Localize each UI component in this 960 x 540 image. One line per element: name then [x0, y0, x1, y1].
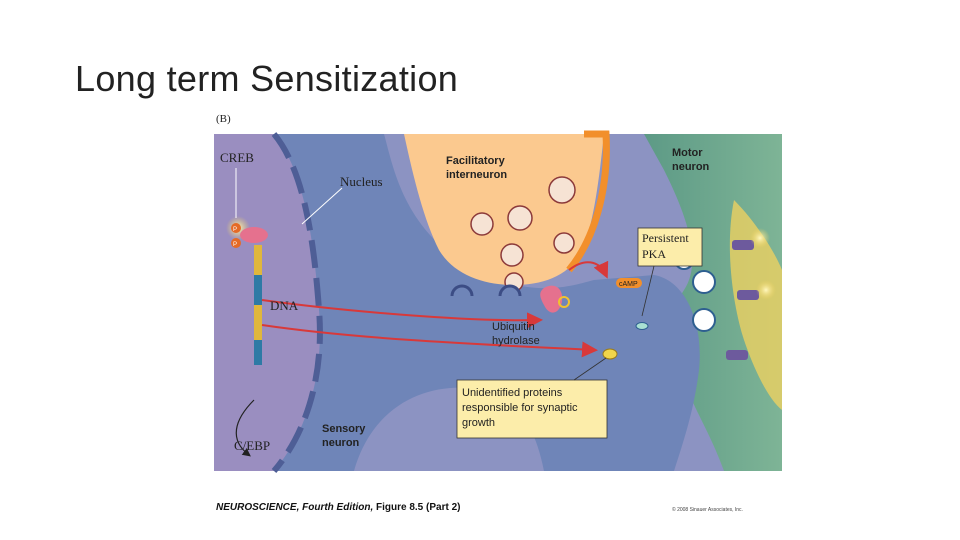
motor-vesicle [692, 270, 716, 294]
vesicle [548, 176, 576, 204]
camp-arrow [568, 260, 609, 279]
camp-label: cAMP [619, 281, 638, 288]
ubiquitin-arrow [261, 299, 543, 329]
unidentified-protein-shape [602, 348, 618, 360]
synaptic-bump [498, 284, 522, 297]
panel-label: (B) [216, 113, 231, 125]
vesicle [553, 232, 575, 254]
caption-rest: Figure 8.5 (Part 2) [376, 502, 461, 513]
motor-label-1: Motor [672, 147, 703, 159]
nuclear-envelope [271, 132, 323, 473]
unidentified-text-2: responsible for synaptic [462, 402, 578, 414]
facilitatory-label-1: Facilitatory [446, 155, 506, 167]
motor-vesicle [692, 308, 716, 332]
persistent-pka-text-2: PKA [642, 247, 666, 261]
slide-title: Long term Sensitization [75, 58, 459, 99]
dna-label: DNA [270, 298, 299, 313]
persistent-pka-pointer [641, 265, 655, 317]
nucleus-label: Nucleus [340, 174, 383, 189]
phospho-label-2: P [233, 242, 237, 248]
g-protein [558, 296, 570, 308]
figure-caption: NEUROSCIENCE, Fourth Edition, Figure 8.5… [216, 502, 460, 513]
sensory-label-1: Sensory [322, 423, 366, 435]
camp-pill [616, 278, 642, 288]
caption-bold: NEUROSCIENCE, Fourth Edition, [216, 502, 374, 513]
unidentified-text-1: Unidentified proteins [462, 387, 563, 399]
phospho-p2 [231, 238, 241, 248]
facilitatory-label-2: interneuron [446, 169, 507, 181]
motor-label-2: neuron [672, 161, 710, 173]
vesicle [507, 205, 533, 231]
unidentified-text-3: growth [462, 417, 495, 429]
cebp-arrow [235, 399, 255, 457]
ubiquitin-label-1: Ubiquitin [492, 321, 535, 333]
ubiquitin-label-2: hydrolase [492, 335, 540, 347]
copyright: © 2008 Sinauer Associates, Inc. [672, 507, 743, 513]
receptor [540, 285, 563, 313]
protein-arrow [261, 324, 598, 358]
ubiquitin-hydrolase-shape [635, 322, 649, 330]
diagram-svg: (B) [214, 113, 782, 473]
creb-label: CREB [220, 150, 254, 165]
persistent-pka-box [637, 227, 703, 267]
creb-protein [240, 227, 268, 243]
interneuron-edge [566, 130, 610, 273]
unidentified-pointer [573, 357, 607, 381]
phospho-p1 [231, 223, 241, 233]
synaptic-bump [450, 284, 474, 297]
vesicle [500, 243, 524, 267]
sensory-label-2: neuron [322, 437, 360, 449]
persistent-pka-text-1: Persistent [642, 231, 689, 245]
motor-synapse-glow [729, 200, 782, 410]
motor-receptors [726, 228, 776, 360]
figure: (B) [214, 110, 782, 520]
vesicle [470, 212, 494, 236]
phospho-label-1: P [233, 227, 237, 233]
nucleus-pointer [301, 187, 343, 225]
unidentified-proteins-box [456, 379, 608, 439]
facilitatory-interneuron [404, 134, 604, 285]
dna-strand [254, 245, 262, 365]
cebp-label: C/EBP [234, 438, 270, 453]
